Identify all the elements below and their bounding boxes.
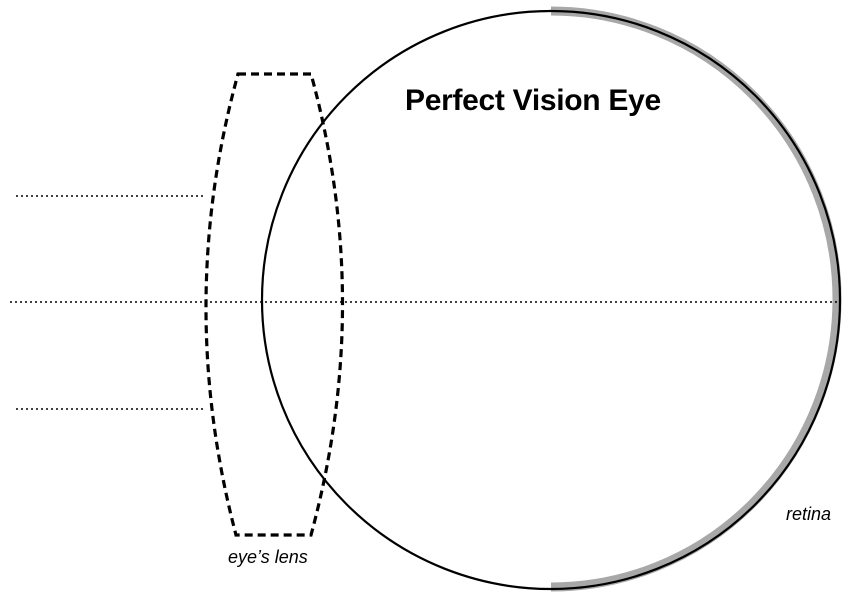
eye-lens (206, 74, 343, 535)
retina-label: retina (786, 504, 831, 525)
lens-label: eye’s lens (228, 547, 308, 568)
diagram-title: Perfect Vision Eye (405, 84, 661, 118)
